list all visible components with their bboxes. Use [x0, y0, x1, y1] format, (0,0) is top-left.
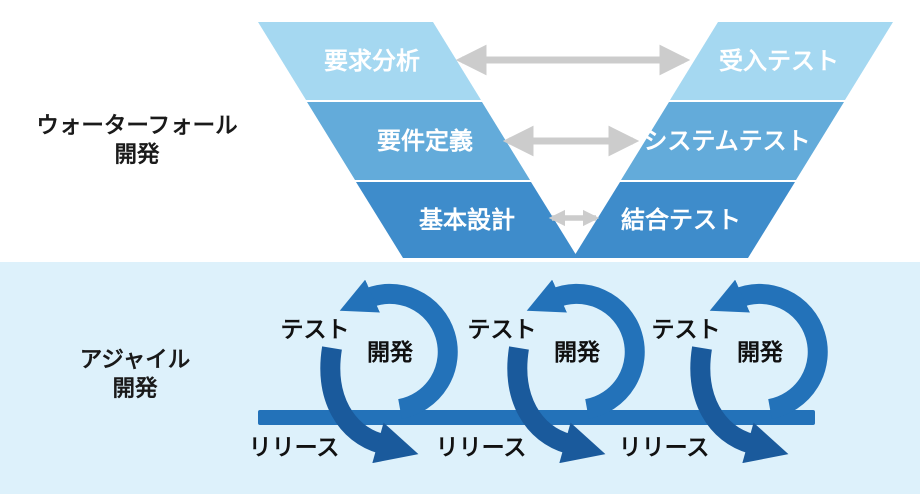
waterfall-right-stage-1-shape [670, 22, 893, 100]
agile-loop-3: テスト 開発 リリース [619, 279, 828, 464]
waterfall-left-stage-1-label: 要求分析 [324, 47, 420, 75]
agile-loop-1-develop-label: 開発 [367, 340, 414, 366]
waterfall-section-label-line1: ウォーターフォール [36, 113, 237, 139]
waterfall-left-stage-3-shape [356, 182, 578, 258]
agile-loop-3-cycle-arrow [709, 279, 828, 419]
agile-loop-2-cycle-arrow [526, 279, 645, 419]
agile-loop-2: テスト 開発 リリース [436, 279, 645, 464]
agile-section-label-line1: アジャイル [80, 347, 190, 373]
agile-loop-2-test-label: テスト [468, 317, 537, 343]
agile-loop-1: テスト 開発 リリース [249, 279, 458, 464]
agile-loop-3-test-label: テスト [652, 317, 721, 343]
agile-loop-1-release-label: リリース [249, 435, 340, 461]
agile-loop-2-develop-label: 開発 [554, 340, 601, 366]
waterfall-right-stage-1-label: 受入テスト [719, 47, 839, 75]
waterfall-right-stage-3-shape [573, 182, 795, 258]
agile-section-label: アジャイル 開発 [80, 347, 190, 402]
waterfall-left-stage-2-label: 要件定義 [377, 127, 473, 155]
waterfall-right-stage-2-label: システムテスト [643, 127, 810, 155]
agile-loop-1-test-label: テスト [281, 317, 350, 343]
agile-loop-2-release-arrow [507, 346, 606, 464]
waterfall-section-label-line2: 開発 [114, 142, 160, 168]
agile-loop-3-release-label: リリース [619, 435, 710, 461]
waterfall-section-label: ウォーターフォール 開発 [36, 113, 237, 168]
waterfall-right-stage-2-shape [621, 102, 844, 180]
waterfall-left-stage-2-shape [307, 102, 530, 180]
waterfall-left-stage-3-label: 基本設計 [419, 206, 515, 234]
agile-loop-1-cycle-arrow [339, 279, 458, 419]
waterfall-right-stage-3-label: 結合テスト [621, 206, 741, 234]
agile-section-label-line2: 開発 [112, 376, 158, 402]
agile-loop-2-release-label: リリース [436, 435, 527, 461]
agile-loop-3-release-arrow [690, 346, 789, 464]
agile-loop-1-release-arrow [320, 346, 419, 464]
agile-loop-3-develop-label: 開発 [737, 340, 784, 366]
waterfall-left-stage-1-shape [258, 22, 481, 100]
